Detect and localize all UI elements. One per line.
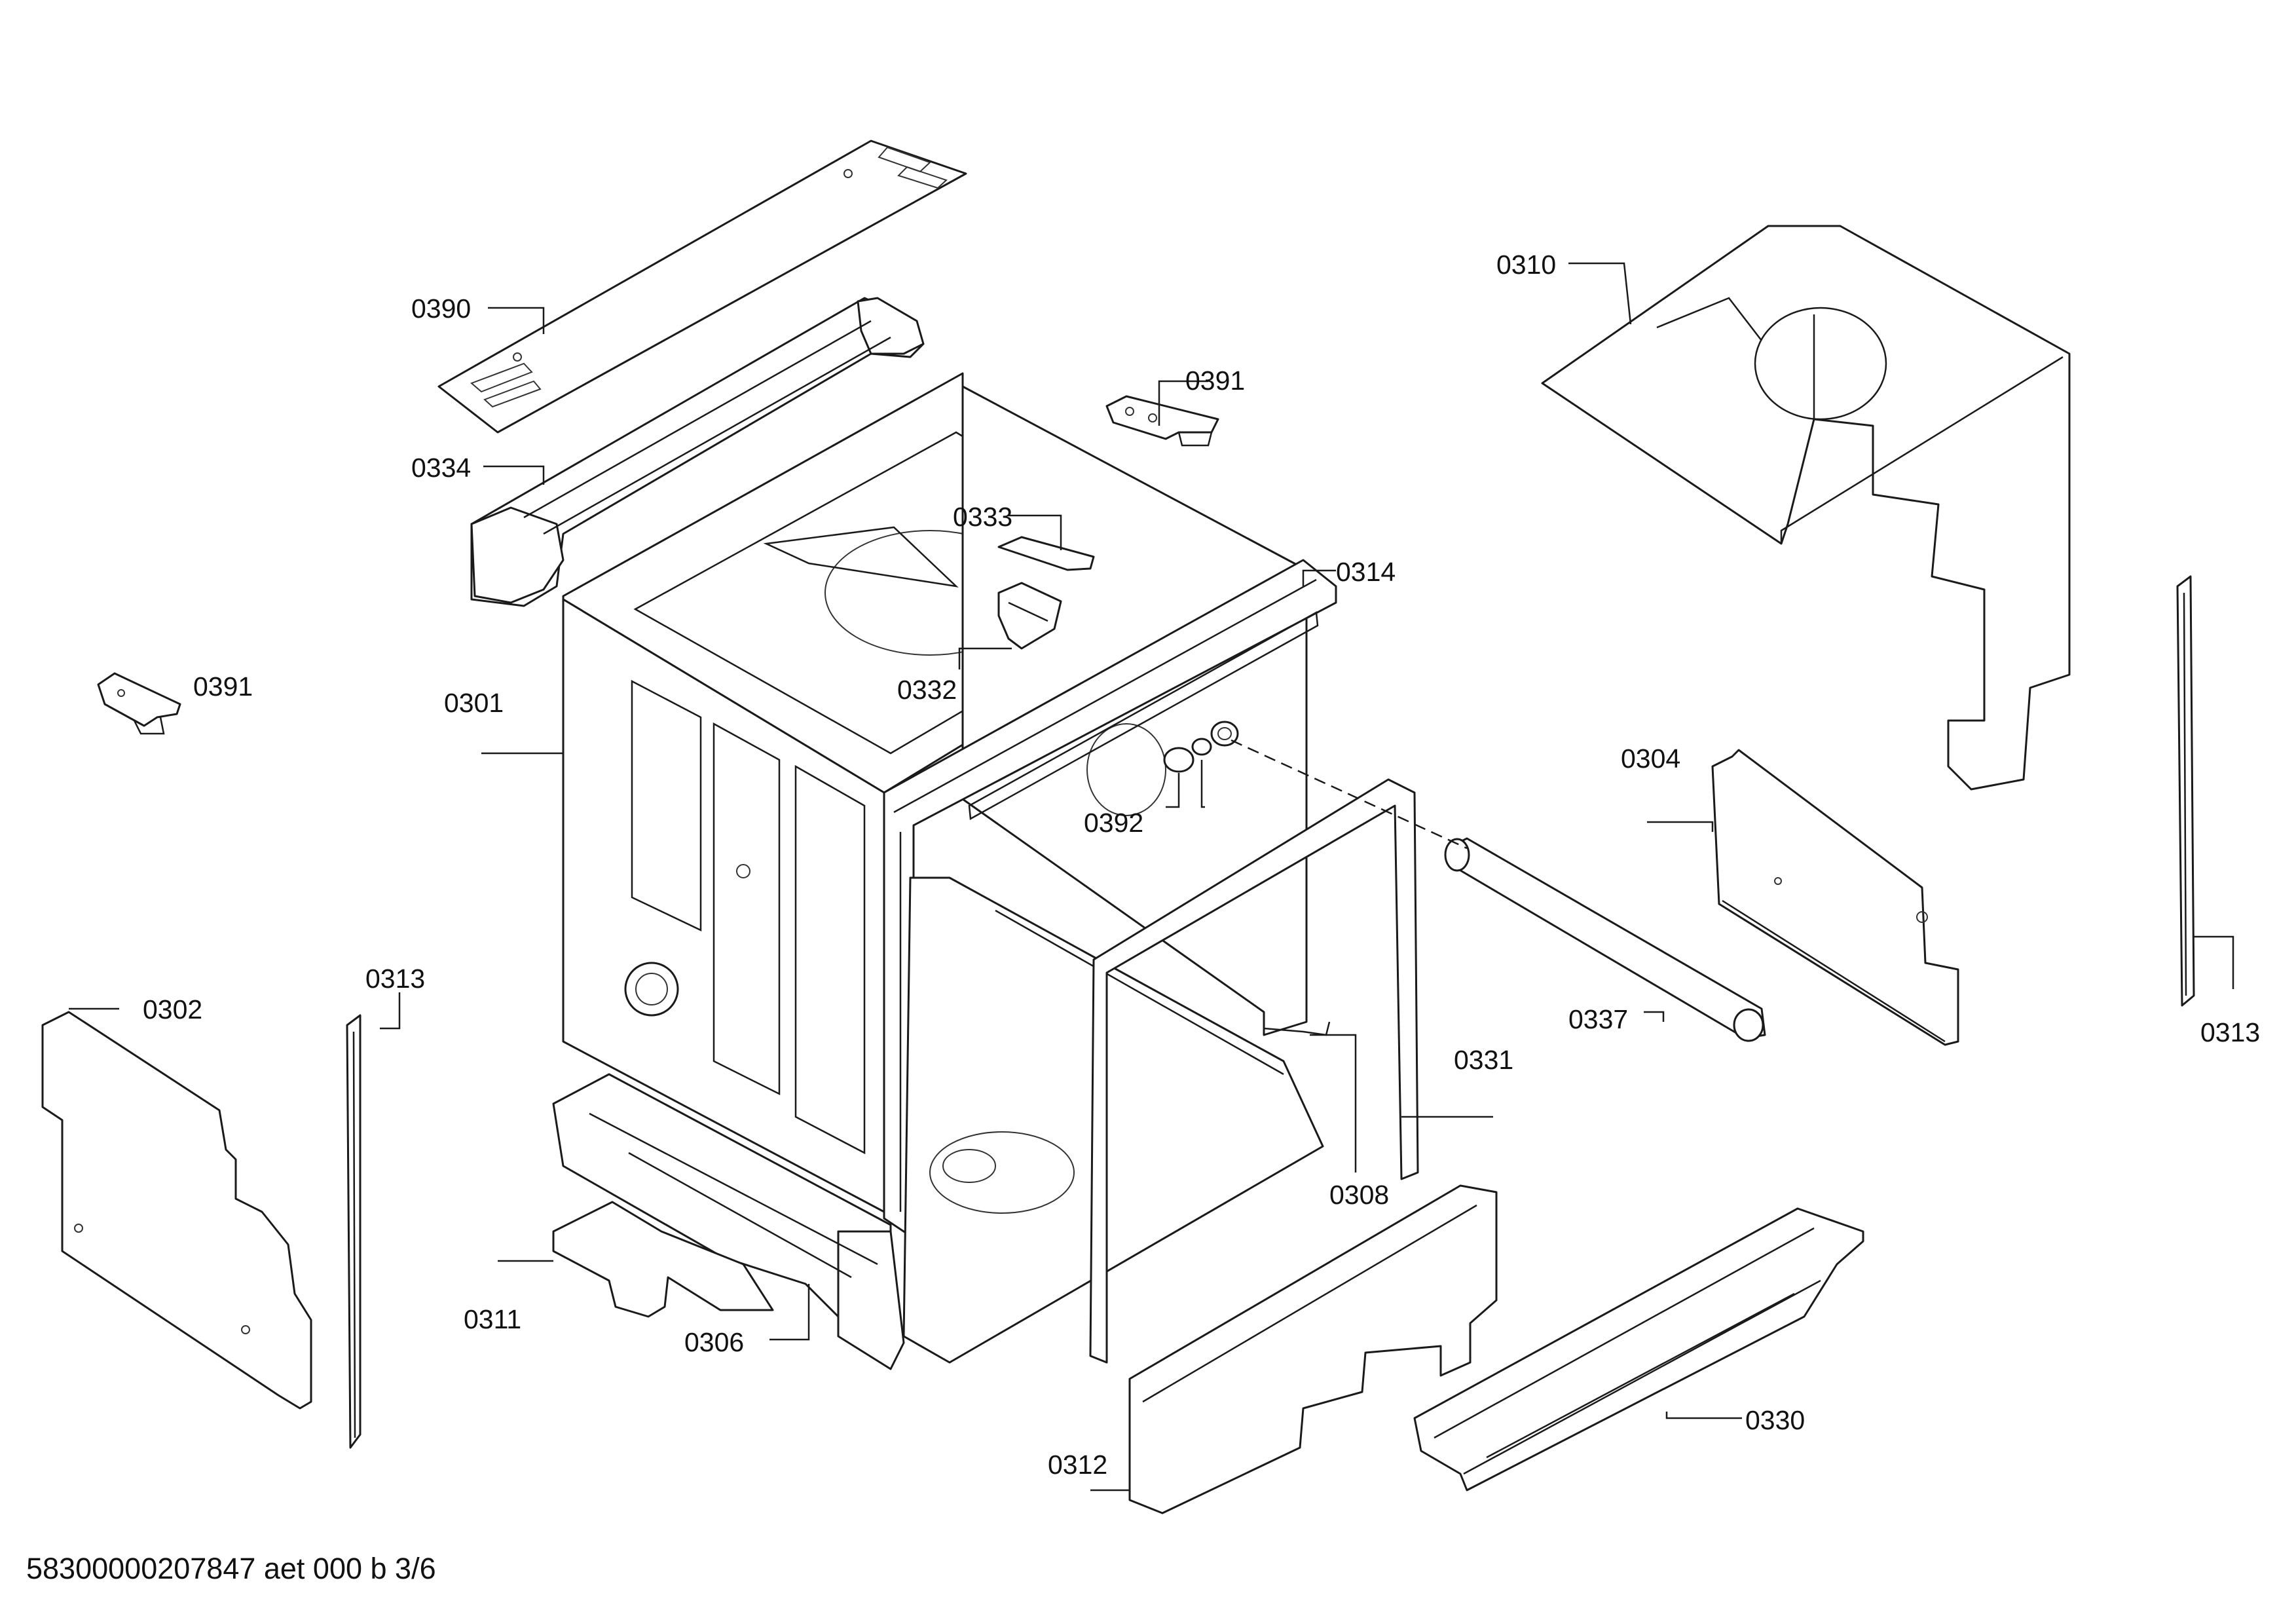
part-0313-strip-right: [2176, 575, 2195, 1007]
label-0304: 0304: [1621, 743, 1680, 774]
label-0391-top: 0391: [1185, 366, 1245, 396]
label-0314: 0314: [1336, 557, 1396, 587]
part-0308-pipe: [1263, 1021, 1331, 1036]
label-0312: 0312: [1048, 1450, 1107, 1480]
label-0313-right: 0313: [2200, 1017, 2260, 1047]
leader-lines: [69, 262, 2234, 1492]
part-0337-tube: [1444, 837, 1766, 1042]
label-0313-left: 0313: [365, 964, 425, 994]
label-0306: 0306: [684, 1327, 744, 1357]
part-0306-base: [552, 1073, 905, 1370]
part-0390-top-plate: [437, 140, 967, 434]
part-0313-strip-left: [346, 1014, 361, 1449]
label-0330: 0330: [1745, 1405, 1805, 1435]
callout-labels: 0390 0391 0334 0333 0332 0314 0310 0391 …: [143, 250, 2260, 1480]
part-0302-side-panel: [41, 1011, 312, 1410]
assembly-line: [1231, 739, 1468, 850]
part-0304-panel: [1711, 749, 1959, 1046]
label-0391-left: 0391: [193, 671, 253, 702]
part-0331-door-seal: [1089, 778, 1419, 1364]
label-0334: 0334: [411, 453, 471, 483]
label-0392: 0392: [1084, 808, 1143, 838]
label-0332: 0332: [897, 675, 957, 705]
label-0337: 0337: [1568, 1004, 1628, 1034]
label-0390: 0390: [411, 293, 471, 324]
label-0308: 0308: [1329, 1180, 1389, 1210]
label-0302: 0302: [143, 994, 202, 1024]
part-0330-rail: [1413, 1207, 1864, 1492]
label-0311: 0311: [464, 1304, 521, 1334]
part-0310-insulation: [1541, 225, 2071, 791]
part-0334-rail-bracket: [470, 297, 925, 607]
part-0391-bracket-left: [97, 672, 181, 735]
part-0332-latch: [997, 582, 1062, 650]
part-0391-bracket-top: [1105, 395, 1219, 447]
label-0333: 0333: [953, 502, 1012, 532]
part-0311-mat: [552, 1201, 774, 1318]
label-0301: 0301: [444, 688, 504, 718]
part-0312-plinth: [1128, 1184, 1498, 1514]
label-0310: 0310: [1496, 250, 1556, 280]
label-0331: 0331: [1454, 1045, 1513, 1075]
document-code-footer: 58300000207847 aet 000 b 3/6: [26, 1552, 436, 1585]
part-0333-sensor: [997, 536, 1095, 571]
part-0392-fittings: [1163, 721, 1239, 773]
